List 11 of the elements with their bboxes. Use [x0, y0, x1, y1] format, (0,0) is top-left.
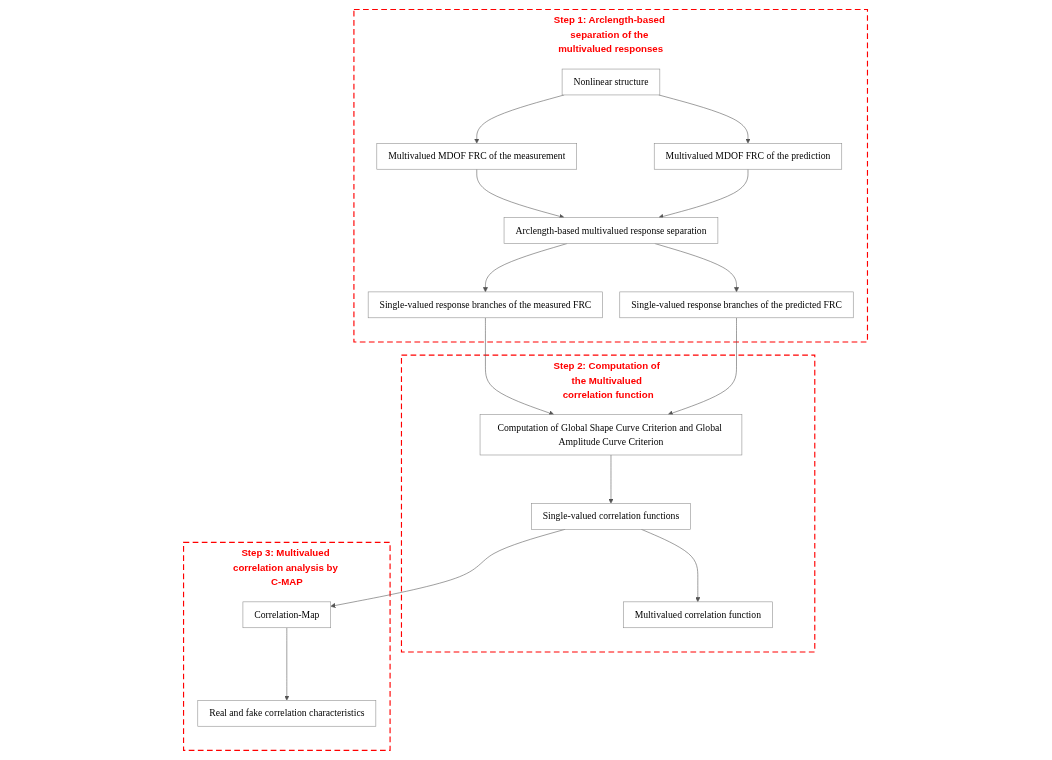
- node-box: Computation of Global Shape Curve Criterion and Global Amplitude Curve Criterion: [480, 414, 743, 456]
- node-box: Arclength-based multivalued response separation: [504, 217, 719, 244]
- node-box: Nonlinear structure: [562, 68, 661, 96]
- node-box: Single-valued response branches of the measured FRC: [368, 291, 604, 319]
- node-box: Multivalued MDOF FRC of the measurement: [377, 143, 578, 170]
- node-box: Multivalued correlation function: [623, 601, 774, 629]
- node-box: Multivalued MDOF FRC of the prediction: [654, 143, 843, 170]
- node-box: Single-valued correlation functions: [531, 503, 692, 530]
- node-box: Correlation-Map: [243, 601, 332, 629]
- node-box: Single-valued response branches of the predicted FRC: [619, 291, 854, 319]
- node-box: Real and fake correlation characteristics: [198, 700, 377, 727]
